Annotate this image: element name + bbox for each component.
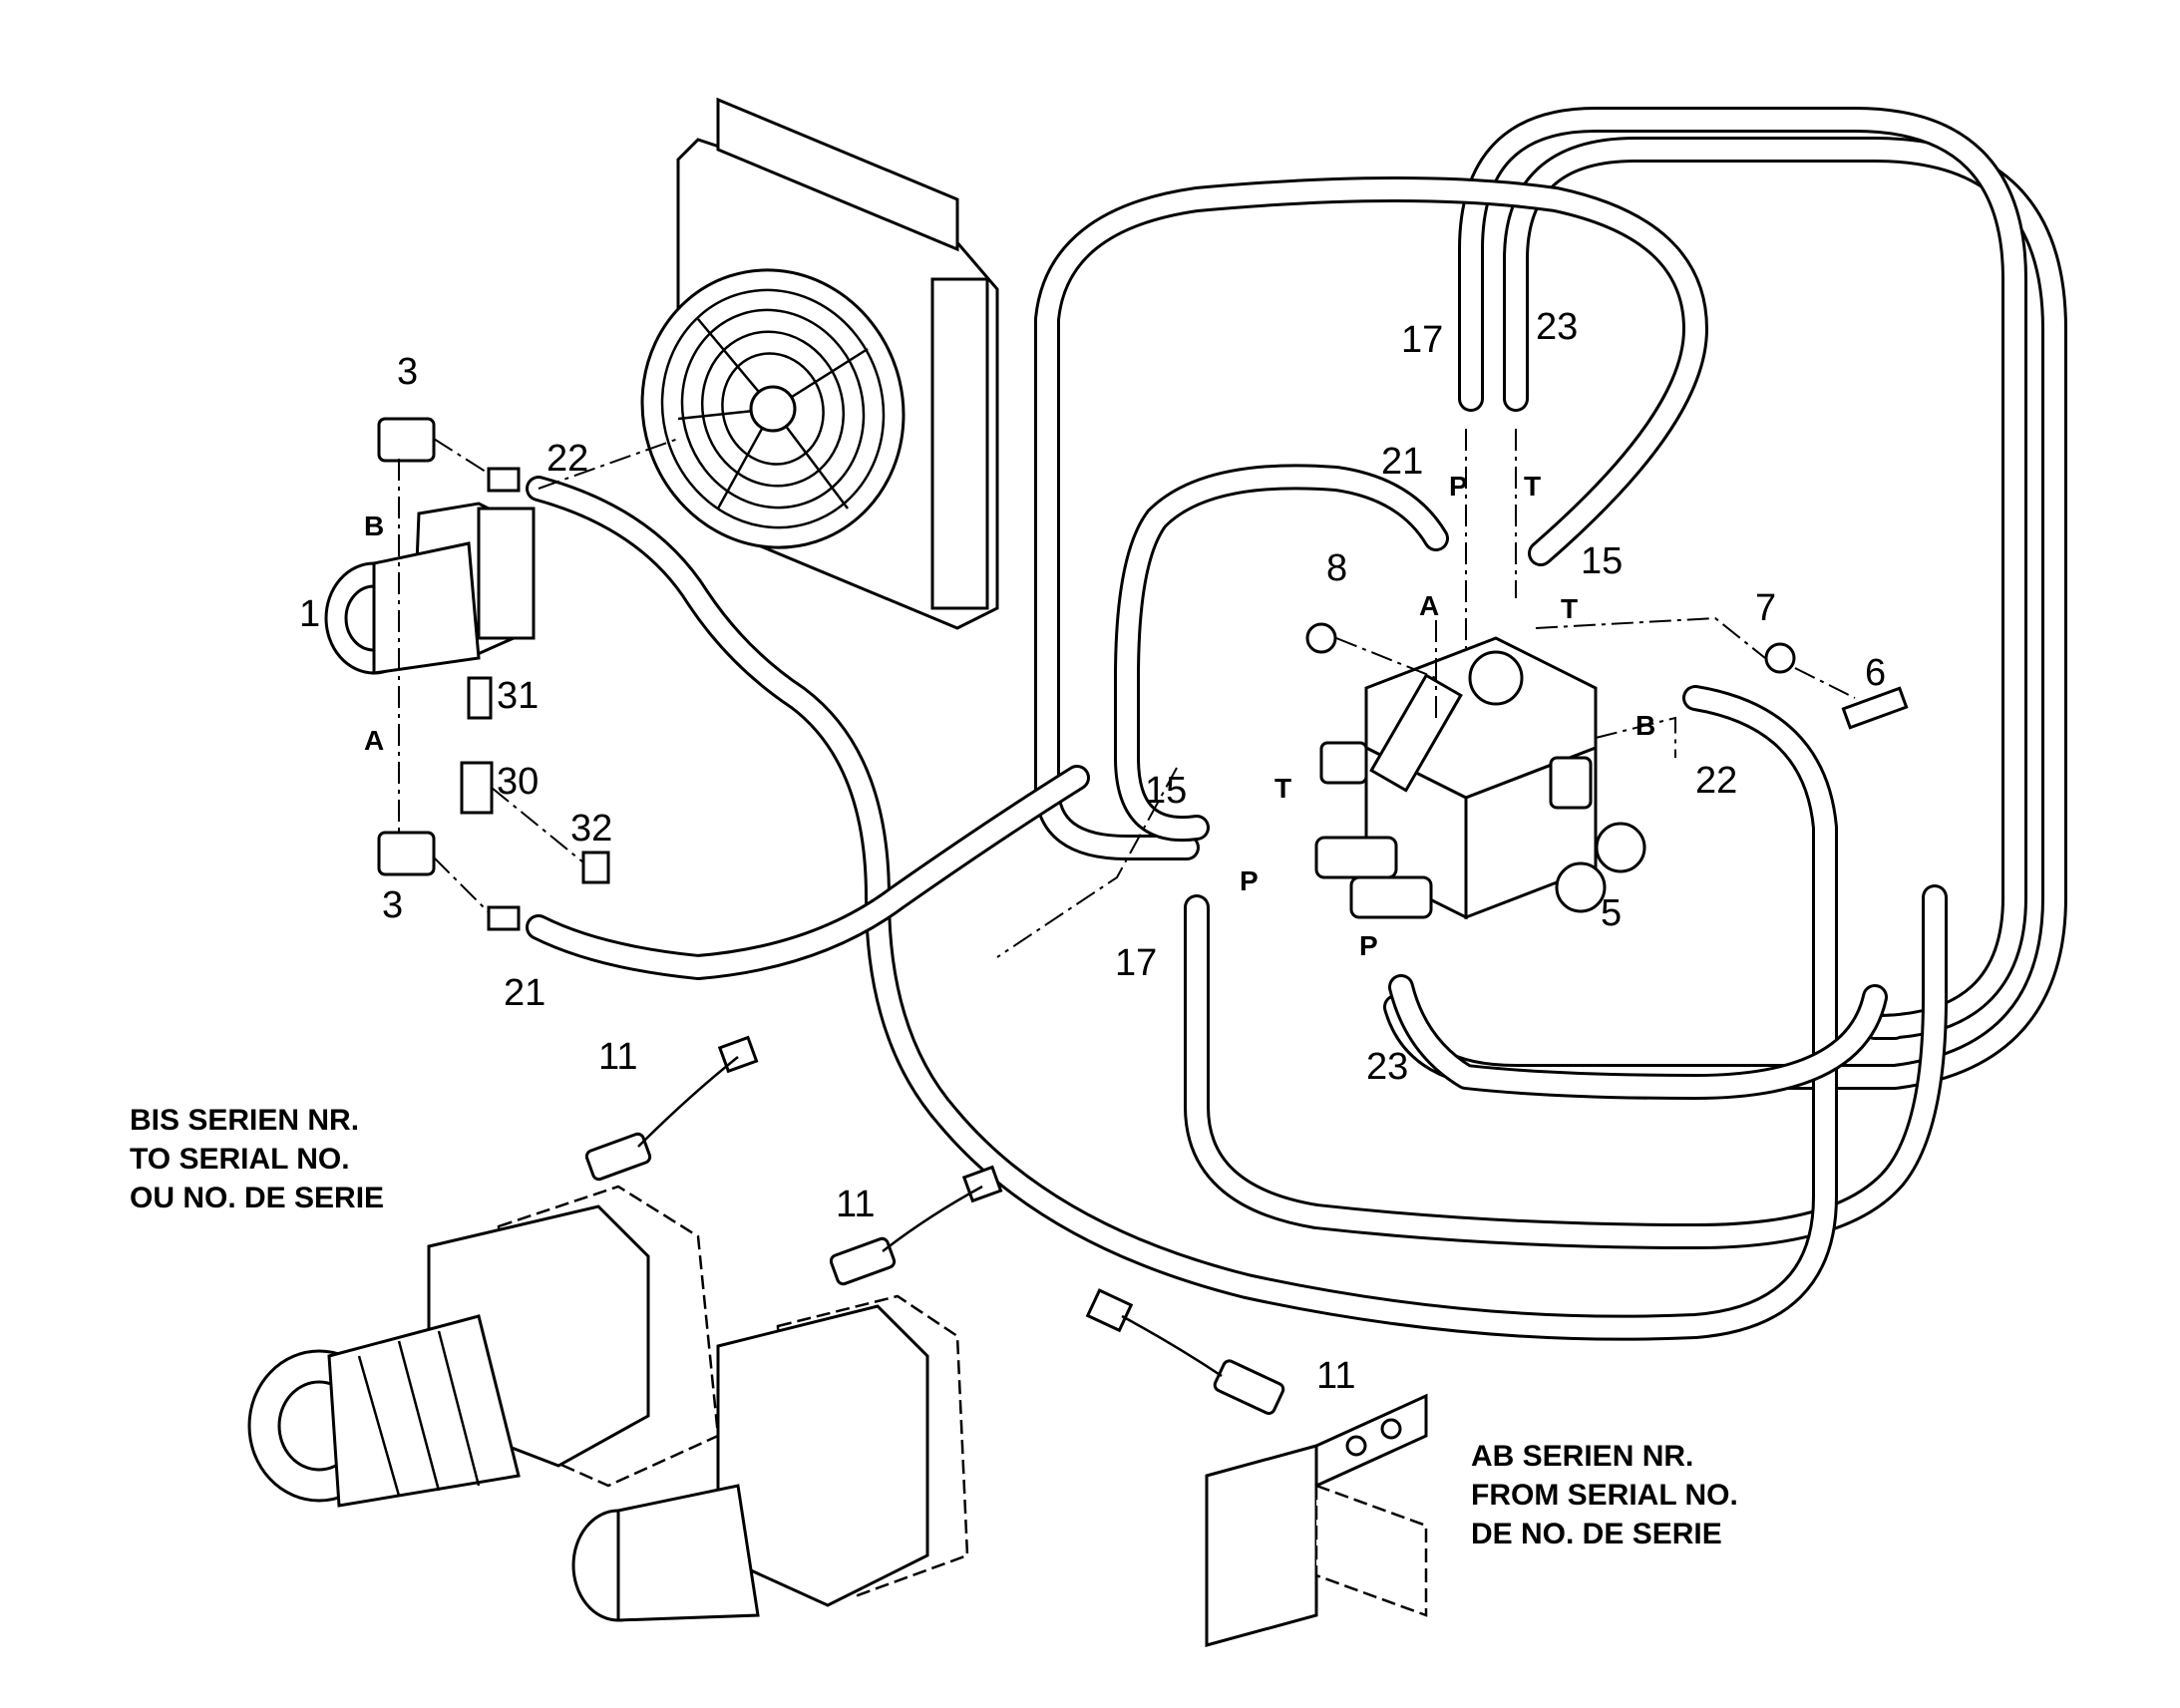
part-label-11-upper: 11: [598, 1036, 637, 1078]
part-label-17-top: 17: [1401, 319, 1443, 361]
part-number-labels: 1 3 3 22 31 30 32 21 17 23 21 15 8 7 6 2…: [299, 306, 1886, 1397]
part-label-1: 1: [299, 593, 320, 635]
part-label-15-right: 15: [1581, 540, 1623, 582]
port-label-p-left: P: [1240, 865, 1259, 896]
part-label-3-top: 3: [397, 351, 418, 393]
pressure-switches: [584, 1035, 1285, 1415]
part-label-23-top: 23: [1536, 306, 1578, 348]
mounting-bracket: [1205, 1393, 1428, 1647]
after-serial-line-1: AB SERIEN NR.: [1471, 1440, 1693, 1473]
part-label-17-bottom: 17: [1115, 942, 1157, 984]
port-label-t-left: T: [1274, 773, 1291, 804]
hose-21-loop: [1114, 464, 1449, 843]
part-label-21-right: 21: [1381, 441, 1423, 483]
before-serial-line-3: OU NO. DE SERIE: [130, 1182, 384, 1214]
hose-17-lower: [1184, 884, 1948, 1249]
part-label-23-bottom: 23: [1366, 1046, 1408, 1088]
before-serial-line-2: TO SERIAL NO.: [130, 1143, 350, 1176]
port-label-t-right: T: [1561, 593, 1578, 624]
port-label-a-motor: A: [364, 725, 384, 756]
valve-block: [1305, 622, 1909, 920]
part-label-6: 6: [1865, 652, 1886, 694]
flange-fittings: [377, 417, 610, 931]
hydraulic-motor: [324, 502, 536, 675]
part-label-22-left: 22: [546, 438, 588, 480]
after-serial-note: AB SERIEN NR. FROM SERIAL NO. DE NO. DE …: [1471, 1440, 1738, 1550]
hose-23-loop: [1383, 137, 2067, 1090]
part-label-11-lower: 11: [1316, 1355, 1355, 1397]
hose-15-loop: [1034, 176, 1708, 860]
part-label-30: 30: [497, 761, 539, 803]
variable-pump-old: [247, 1185, 720, 1508]
hose-21-left: [526, 765, 1090, 980]
port-labels: B A P T A T B T P P: [364, 471, 1655, 961]
port-label-p-bottom: P: [1359, 930, 1378, 961]
part-label-15-left: 15: [1145, 770, 1187, 812]
hoses: [526, 107, 2067, 1341]
port-label-a-valve: A: [1419, 590, 1439, 621]
port-label-b-motor: B: [364, 511, 384, 541]
leader-lines-left: [398, 438, 679, 913]
part-label-8: 8: [1326, 547, 1347, 589]
part-label-31: 31: [497, 675, 539, 717]
variable-pump-new: [571, 1294, 969, 1622]
port-label-t-top: T: [1524, 471, 1541, 502]
part-label-22-right: 22: [1695, 760, 1737, 802]
part-label-5: 5: [1601, 892, 1622, 934]
after-serial-line-2: FROM SERIAL NO.: [1471, 1479, 1738, 1512]
hose-17-loop: [1458, 107, 2027, 1040]
part-label-21-left: 21: [504, 972, 545, 1014]
port-label-p-top: P: [1449, 471, 1468, 502]
before-serial-note: BIS SERIEN NR. TO SERIAL NO. OU NO. DE S…: [130, 1104, 384, 1214]
hose-23-lower: [1388, 974, 1888, 1100]
after-serial-line-3: DE NO. DE SERIE: [1471, 1518, 1722, 1550]
leader-lines-right: [996, 429, 1856, 958]
before-serial-line-1: BIS SERIEN NR.: [130, 1104, 359, 1137]
hose-22-right: [526, 476, 1838, 1341]
port-label-b-valve: B: [1635, 710, 1655, 741]
part-label-7: 7: [1755, 587, 1776, 629]
oil-cooler-with-fan: [640, 97, 999, 630]
part-label-11-middle: 11: [836, 1184, 875, 1225]
part-label-32: 32: [570, 808, 612, 850]
part-label-3-bottom: 3: [382, 884, 403, 926]
